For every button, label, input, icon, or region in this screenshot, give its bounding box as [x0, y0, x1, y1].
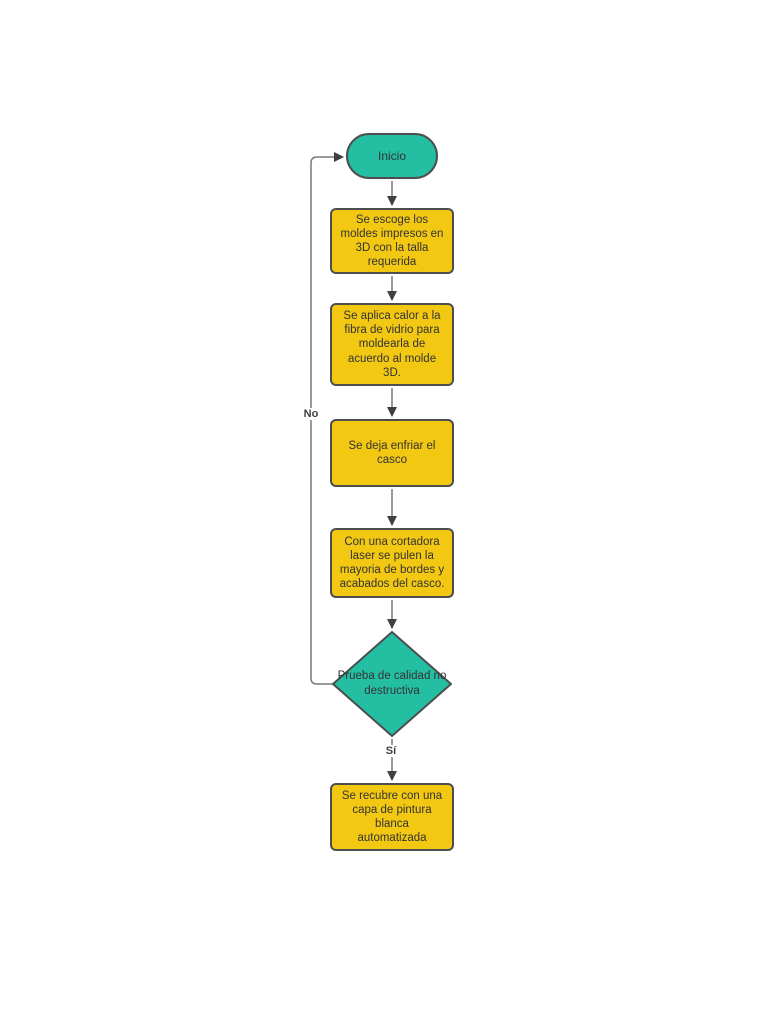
node-paint-coat-label: Se recubre con una capa de pintura blanc…	[341, 789, 443, 845]
node-cool-down: Se deja enfriar el casco	[330, 419, 454, 487]
decision-diamond-icon	[332, 631, 452, 737]
node-select-molds-label: Se escoge los moldes impresos en 3D con …	[340, 213, 444, 269]
node-laser-finish: Con una cortadora laser se pulen la mayo…	[330, 528, 454, 598]
node-quality-test-decision: Prueba de calidad no destructiva	[331, 630, 453, 738]
node-paint-coat: Se recubre con una capa de pintura blanc…	[330, 783, 454, 851]
node-start-label: Inicio	[377, 148, 406, 163]
node-quality-test-label: Prueba de calidad no destructiva	[337, 670, 447, 697]
edge-label-yes: Sí	[383, 744, 399, 758]
node-cool-down-label: Se deja enfriar el casco	[348, 439, 436, 466]
node-start-terminator: Inicio	[346, 133, 438, 179]
node-apply-heat-label: Se aplica calor a la fibra de vidrio par…	[343, 309, 441, 379]
edge-label-no: No	[301, 407, 321, 421]
node-apply-heat: Se aplica calor a la fibra de vidrio par…	[330, 303, 454, 386]
node-laser-finish-label: Con una cortadora laser se pulen la mayo…	[339, 535, 445, 591]
node-select-molds: Se escoge los moldes impresos en 3D con …	[330, 208, 454, 274]
